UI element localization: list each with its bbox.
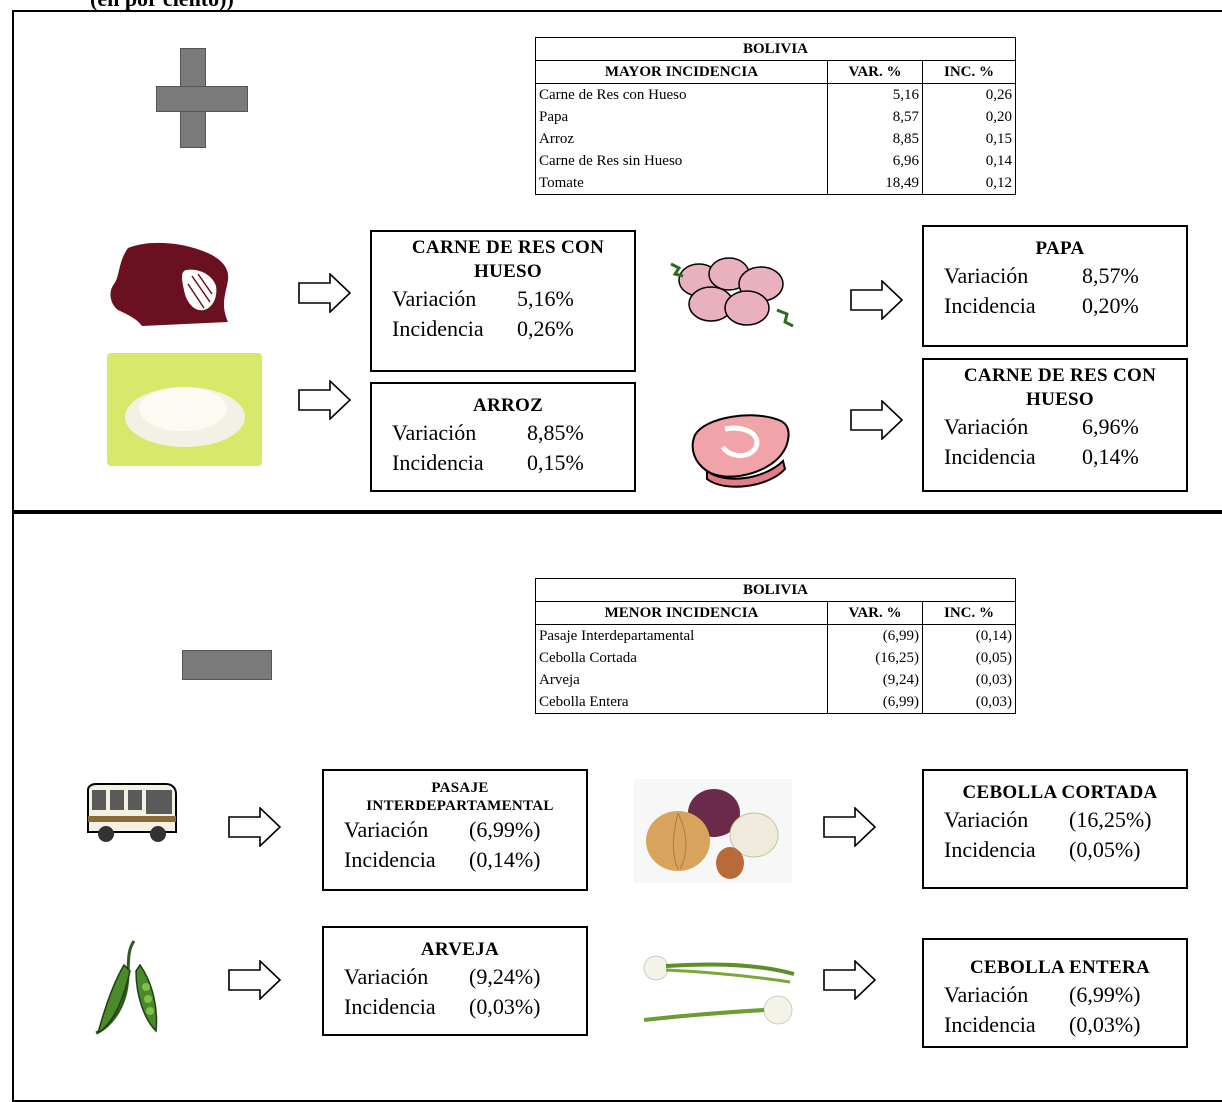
peas-icon (95, 940, 158, 1035)
right-arrow-icon (298, 273, 352, 313)
right-arrow-icon (850, 280, 904, 320)
lower-incidence-table: BOLIVIA MENOR INCIDENCIA VAR. % INC. % P… (535, 578, 1016, 714)
incidence-value: (0,03%) (1069, 1012, 1141, 1037)
variation-label: Variación (392, 286, 477, 311)
incidence-label: Incidencia (944, 444, 1036, 469)
box-title: CEBOLLA CORTADA (962, 782, 1158, 803)
box-title: ARROZ (472, 395, 544, 416)
variation-label: Variación (944, 982, 1029, 1007)
incidence-value: 0,15% (527, 450, 584, 475)
incidence-label: Incidencia (344, 847, 436, 872)
right-arrow-icon (228, 960, 282, 1000)
arroz-box: ARROZ Variación 8,85% Incidencia 0,15% (370, 382, 636, 492)
carne-hueso-box: CARNE DE RES CON HUESO Variación 5,16% In… (370, 230, 636, 372)
column-header: INC. % (922, 60, 1016, 84)
variation-value: 6,96% (1082, 414, 1139, 439)
box-title: CEBOLLA ENTERA (970, 957, 1150, 978)
variation-value: (6,99%) (469, 817, 541, 842)
minus-icon (182, 650, 272, 680)
variation-value: (6,99%) (1069, 982, 1141, 1007)
plus-icon-bar (156, 86, 248, 112)
box-title: ARVEJA (420, 939, 500, 960)
right-arrow-icon (823, 960, 877, 1000)
box-title: PAPA (1035, 238, 1085, 259)
right-arrow-icon (823, 807, 877, 847)
incidence-value: (0,03%) (469, 994, 541, 1019)
column-header: MENOR INCIDENCIA (535, 601, 828, 625)
variation-value: 8,57% (1082, 263, 1139, 288)
incidence-value: (0,05%) (1069, 837, 1141, 862)
column-header: MAYOR INCIDENCIA (535, 60, 828, 84)
incidence-value: (0,14%) (469, 847, 541, 872)
table-row: Cebolla Cortada(16,25)(0,05) (535, 647, 1016, 669)
variation-value: (16,25%) (1069, 807, 1152, 832)
variation-label: Variación (944, 263, 1029, 288)
table-title: BOLIVIA (535, 37, 1016, 61)
incidence-label: Incidencia (392, 316, 484, 341)
table-row: Cebolla Entera(6,99)(0,03) (535, 691, 1016, 714)
header-fragment: (en por ciento)) (90, 0, 234, 12)
cebolla-entera-box: CEBOLLA ENTERA Variación (6,99%) Incidenc… (922, 938, 1188, 1048)
box-title: CARNE DE RES CON HUESO (411, 237, 605, 282)
table-row: Arveja(9,24)(0,03) (535, 669, 1016, 691)
variation-label: Variación (944, 414, 1029, 439)
incidence-value: 0,14% (1082, 444, 1139, 469)
column-header: VAR. % (827, 60, 923, 84)
incidence-label: Incidencia (392, 450, 484, 475)
variation-label: Variación (344, 964, 429, 989)
table-row: Pasaje Interdepartamental(6,99)(0,14) (535, 624, 1016, 647)
incidence-label: Incidencia (344, 994, 436, 1019)
column-header: VAR. % (827, 601, 923, 625)
variation-value: 5,16% (517, 286, 574, 311)
right-arrow-icon (228, 807, 282, 847)
pasaje-box: PASAJE INTERDEPARTAMENTAL Variación (6,99… (322, 769, 588, 891)
cebolla-cortada-box: CEBOLLA CORTADA Variación (16,25%) Incide… (922, 769, 1188, 889)
meat-slice-icon (691, 414, 790, 488)
papa-box: PAPA Variación 8,57% Incidencia 0,20% (922, 225, 1188, 347)
box-title: PASAJE INTERDEPARTAMENTAL (366, 780, 554, 814)
variation-label: Variación (392, 420, 477, 445)
rice-icon (107, 353, 262, 466)
column-header: INC. % (922, 601, 1016, 625)
carne-sin-hueso-box: CARNE DE RES CON HUESO Variación 6,96% In… (922, 358, 1188, 492)
incidence-label: Incidencia (944, 1012, 1036, 1037)
variation-value: 8,85% (527, 420, 584, 445)
higher-incidence-section (12, 10, 1222, 512)
right-arrow-icon (298, 380, 352, 420)
potatoes-icon (670, 257, 794, 328)
green-onion-icon (643, 955, 795, 1025)
incidence-value: 0,20% (1082, 293, 1139, 318)
steak-icon (110, 242, 229, 326)
higher-incidence-table: BOLIVIA MAYOR INCIDENCIA VAR. % INC. % C… (535, 37, 1016, 195)
box-title: CARNE DE RES CON HUESO (963, 365, 1157, 410)
incidence-value: 0,26% (517, 316, 574, 341)
incidence-label: Incidencia (944, 293, 1036, 318)
table-title: BOLIVIA (535, 578, 1016, 602)
variation-value: (9,24%) (469, 964, 541, 989)
variation-label: Variación (944, 807, 1029, 832)
bus-icon (87, 783, 177, 842)
variation-label: Variación (344, 817, 429, 842)
onions-icon (634, 779, 792, 883)
arveja-box: ARVEJA Variación (9,24%) Incidencia (0,03%… (322, 926, 588, 1036)
incidence-label: Incidencia (944, 837, 1036, 862)
right-arrow-icon (850, 400, 904, 440)
